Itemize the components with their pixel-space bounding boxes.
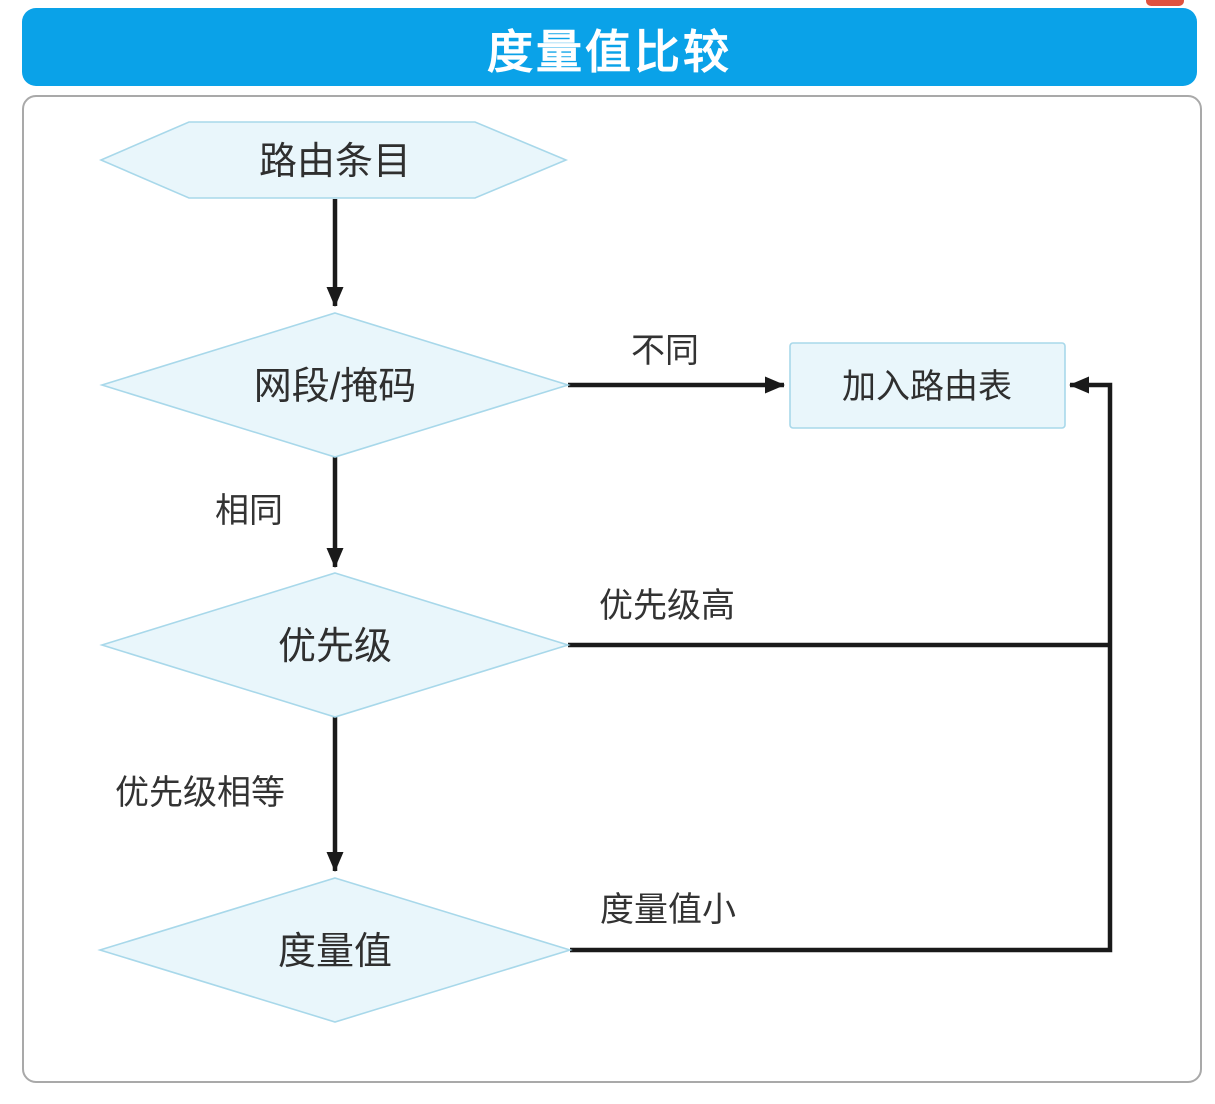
edge-label-priority-equal: 优先级相等 <box>115 774 285 812</box>
edge-label-priority-high: 优先级高 <box>599 587 735 625</box>
flow-node-priority <box>99 572 571 718</box>
flow-node-route-entry-label: 路由条目 <box>259 141 411 183</box>
flow-node-route-entry <box>98 121 569 199</box>
flow-node-metric <box>97 877 573 1023</box>
page-title: 度量值比较 <box>487 26 732 78</box>
flow-node-network-mask-label: 网段/掩码 <box>254 366 417 408</box>
title-bar: 度量值比较 <box>22 8 1197 86</box>
edge-metric-small-loop <box>570 376 1113 953</box>
flow-node-metric-label: 度量值 <box>278 931 392 973</box>
edge-label-same: 相同 <box>215 492 283 530</box>
flow-node-add-route-table-label: 加入路由表 <box>842 368 1012 406</box>
edge-label-different: 不同 <box>631 332 699 370</box>
red-button-fragment <box>1146 0 1184 6</box>
flow-node-network-mask <box>99 312 571 458</box>
flow-node-priority-label: 优先级 <box>278 626 392 668</box>
flow-node-add-route-table <box>789 342 1066 429</box>
edge-label-metric-small: 度量值小 <box>600 891 736 929</box>
